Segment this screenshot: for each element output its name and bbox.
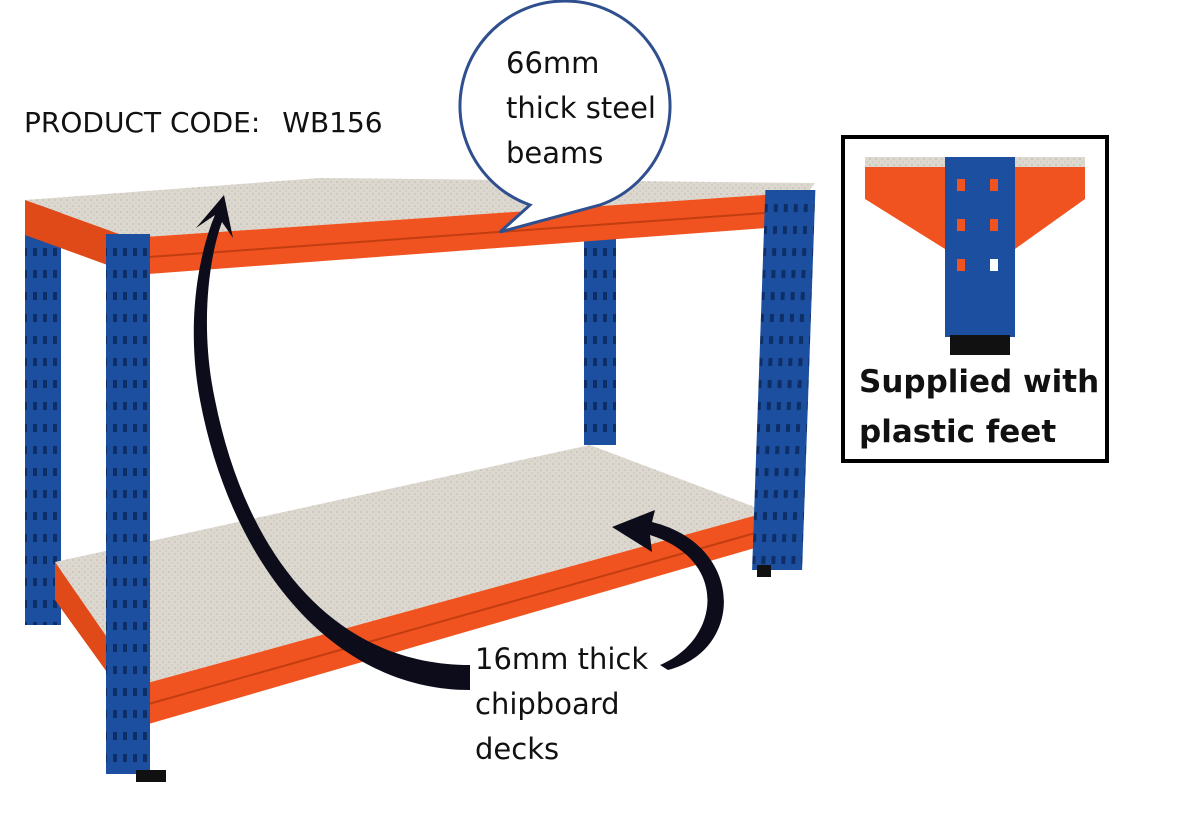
foot-closeup (865, 157, 1085, 355)
inset-caption-line: plastic feet (859, 414, 1057, 450)
beam-callout-line: thick steel (506, 91, 656, 125)
beam-callout-line: 66mm (506, 46, 600, 80)
deck-callout-line: chipboard (475, 687, 620, 721)
deck-callout-line: decks (475, 732, 560, 766)
beam-callout-line: beams (506, 136, 604, 170)
front-right-upright (752, 190, 816, 570)
plastic-feet-inset: Supplied with plastic feet (841, 135, 1109, 463)
deck-callout-line: 16mm thick (475, 642, 649, 676)
product-code: PRODUCT CODE: WB156 (24, 106, 405, 139)
curved-arrow-to-bottom-deck (612, 510, 724, 670)
product-code-value: WB156 (282, 106, 383, 139)
bottom-deck (55, 445, 768, 685)
inset-caption-line: Supplied with (859, 364, 1100, 400)
back-right-upright (584, 225, 616, 445)
product-code-label: PRODUCT CODE: (24, 106, 261, 139)
back-left-upright (25, 205, 61, 625)
speech-bubble (458, 0, 672, 234)
plastic-foot (950, 335, 1010, 355)
front-left-upright (106, 234, 150, 774)
